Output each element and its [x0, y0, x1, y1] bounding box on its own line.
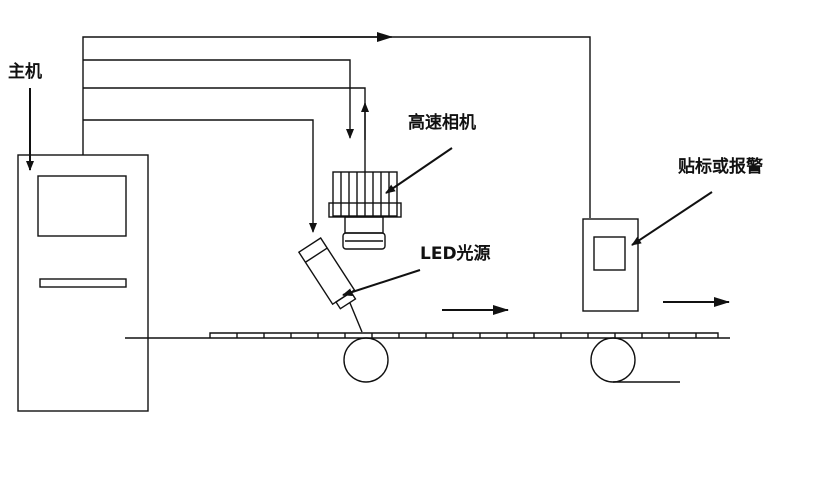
label-pointers	[26, 88, 713, 297]
camera-label: 高速相机	[408, 112, 476, 133]
led-signal-line	[83, 119, 317, 233]
conveyor-roller-left	[343, 337, 389, 383]
conveyor-roller-right	[590, 337, 636, 383]
high-speed-camera	[328, 171, 402, 250]
conveyor-items	[209, 332, 719, 338]
marker-label: 贴标或报警	[678, 156, 763, 177]
host-slot	[39, 278, 127, 288]
camera-data-line	[83, 87, 366, 172]
camera-trigger-line	[83, 59, 354, 139]
conveyor	[125, 297, 730, 383]
signal-lines	[82, 32, 591, 233]
marker-signal-line	[82, 36, 591, 218]
camera-lens	[344, 216, 384, 234]
led-beam	[349, 302, 363, 333]
host-screen	[37, 175, 127, 237]
marker-pointer	[631, 191, 713, 246]
conveyor-item-dividers	[236, 333, 697, 338]
led-label: LED光源	[420, 243, 491, 264]
host-label: 主机	[8, 61, 42, 82]
labeler-alarm-unit	[582, 218, 639, 312]
camera-pointer	[385, 147, 453, 194]
led-pointer	[342, 269, 421, 297]
host-computer	[17, 154, 149, 412]
led-light	[297, 237, 357, 310]
